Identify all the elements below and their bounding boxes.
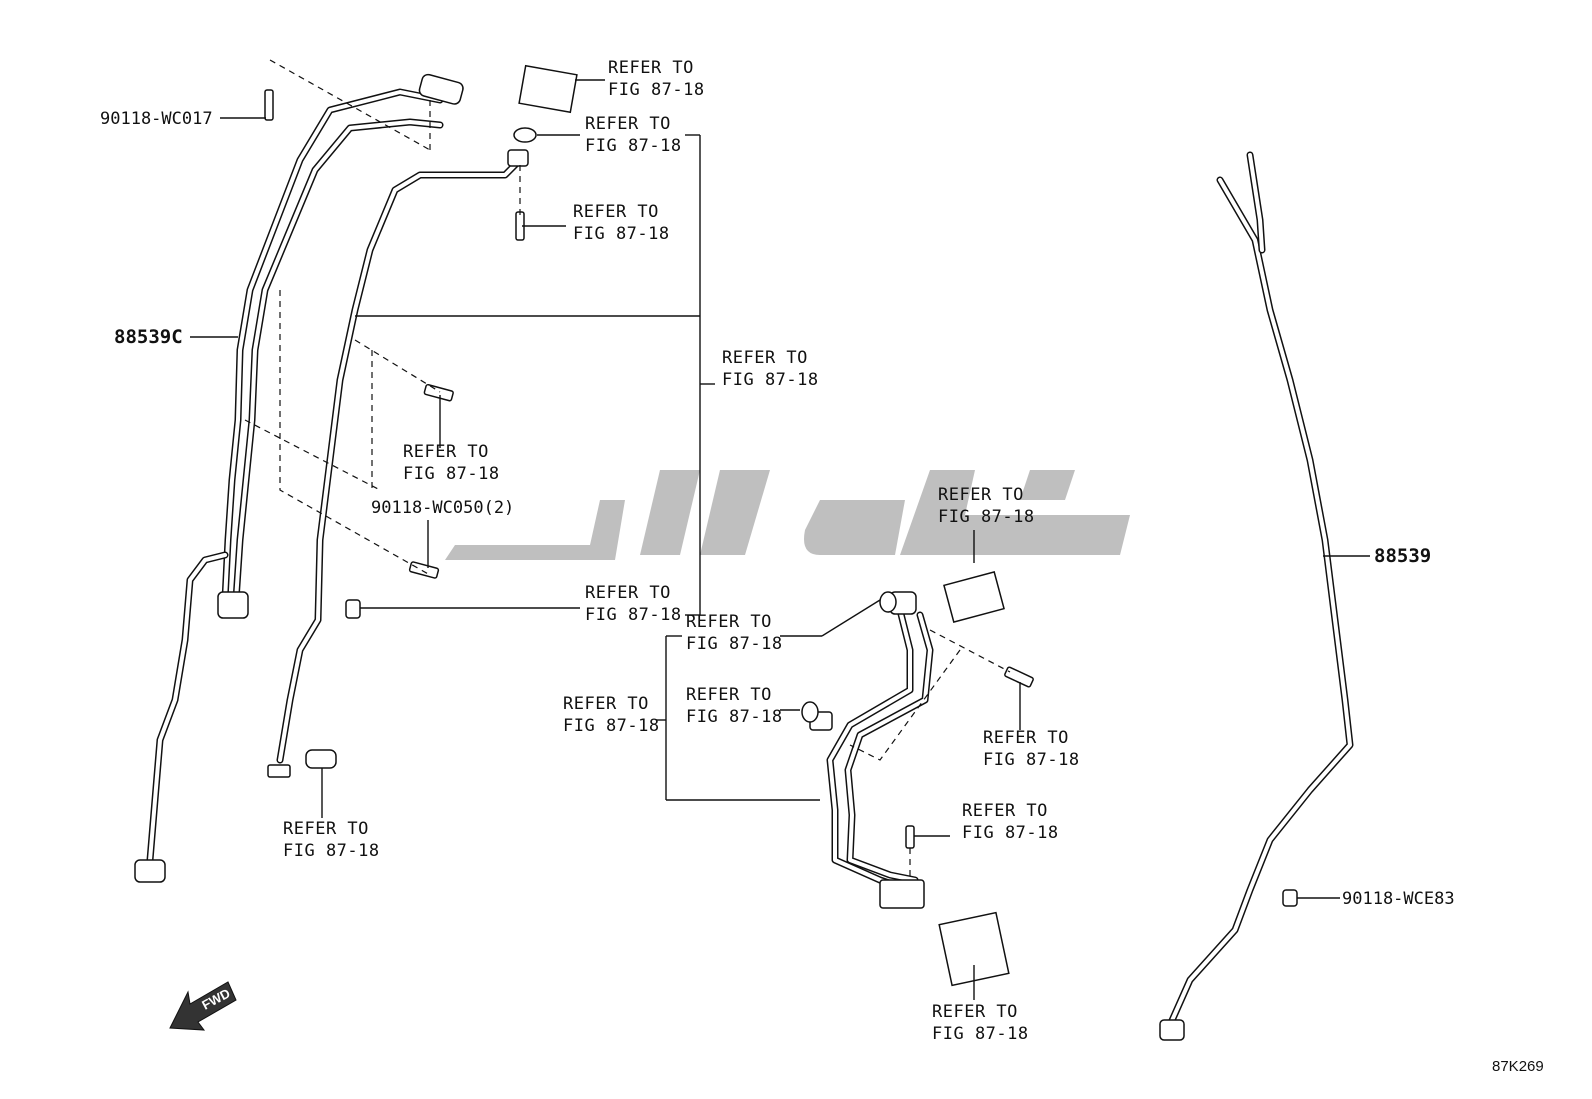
fig-label: FIG 87-18: [722, 370, 819, 390]
refer-label: REFER TO: [962, 801, 1048, 821]
fig-label: FIG 87-18: [608, 80, 705, 100]
part-number-90118-wc050: 90118-WC050(2): [371, 498, 514, 518]
part-number-90118-wce83: 90118-WCE83: [1342, 889, 1455, 909]
refer-label: REFER TO: [983, 728, 1069, 748]
bolt-icon: [1004, 666, 1034, 688]
bolt-icon: [264, 89, 274, 121]
fig-label: FIG 87-18: [938, 507, 1035, 527]
fwd-arrow: FWD: [169, 981, 237, 1031]
o-ring-icon: [801, 701, 819, 723]
part-number-88539: 88539: [1374, 545, 1431, 567]
diagram-code: 87K269: [1492, 1058, 1544, 1075]
small-parts: [264, 64, 1034, 987]
refer-label: REFER TO: [932, 1002, 1018, 1022]
fig-label: FIG 87-18: [932, 1024, 1029, 1044]
part-number-88539c: 88539C: [114, 326, 183, 348]
bolt-icon: [905, 825, 915, 849]
fig-label: FIG 87-18: [585, 136, 682, 156]
fig-label: FIG 87-18: [403, 464, 500, 484]
refer-label: REFER TO: [686, 612, 772, 632]
part-number-90118-wc017: 90118-WC017: [100, 109, 213, 129]
bolt-icon: [408, 561, 440, 579]
fig-label: FIG 87-18: [283, 841, 380, 861]
o-ring-icon: [879, 591, 897, 613]
pad-icon: [938, 911, 1010, 987]
refer-label: REFER TO: [608, 58, 694, 78]
leader-lines: [190, 79, 1370, 1000]
fig-label: FIG 87-18: [962, 823, 1059, 843]
refer-label: REFER TO: [585, 114, 671, 134]
pipe-88539: [1159, 151, 1354, 1041]
fig-label: FIG 87-18: [573, 224, 670, 244]
fig-label: FIG 87-18: [563, 716, 660, 736]
pad-icon: [518, 64, 578, 114]
pipe-88539c: [134, 73, 464, 883]
pad-icon: [943, 570, 1005, 624]
refer-label: REFER TO: [403, 442, 489, 462]
refer-label: REFER TO: [283, 819, 369, 839]
bolt-icon: [423, 383, 454, 402]
pipe-middle-right: [809, 591, 934, 909]
refer-label: REFER TO: [585, 583, 671, 603]
fig-label: FIG 87-18: [686, 707, 783, 727]
fig-label: FIG 87-18: [983, 750, 1080, 770]
refer-label: REFER TO: [938, 485, 1024, 505]
refer-label: REFER TO: [686, 685, 772, 705]
fig-label: FIG 87-18: [686, 634, 783, 654]
callout-labels: 90118-WC017 88539C 90118-WC050(2) 88539 …: [100, 58, 1544, 1075]
refer-label: REFER TO: [722, 348, 808, 368]
dashed-lines: [244, 59, 1011, 880]
refer-label: REFER TO: [573, 202, 659, 222]
refer-label: REFER TO: [563, 694, 649, 714]
fig-label: FIG 87-18: [585, 605, 682, 625]
pipe-middle-left: [267, 149, 529, 778]
o-ring-icon: [513, 127, 537, 143]
clip-icon: [345, 599, 361, 619]
watermark: [445, 470, 1130, 560]
